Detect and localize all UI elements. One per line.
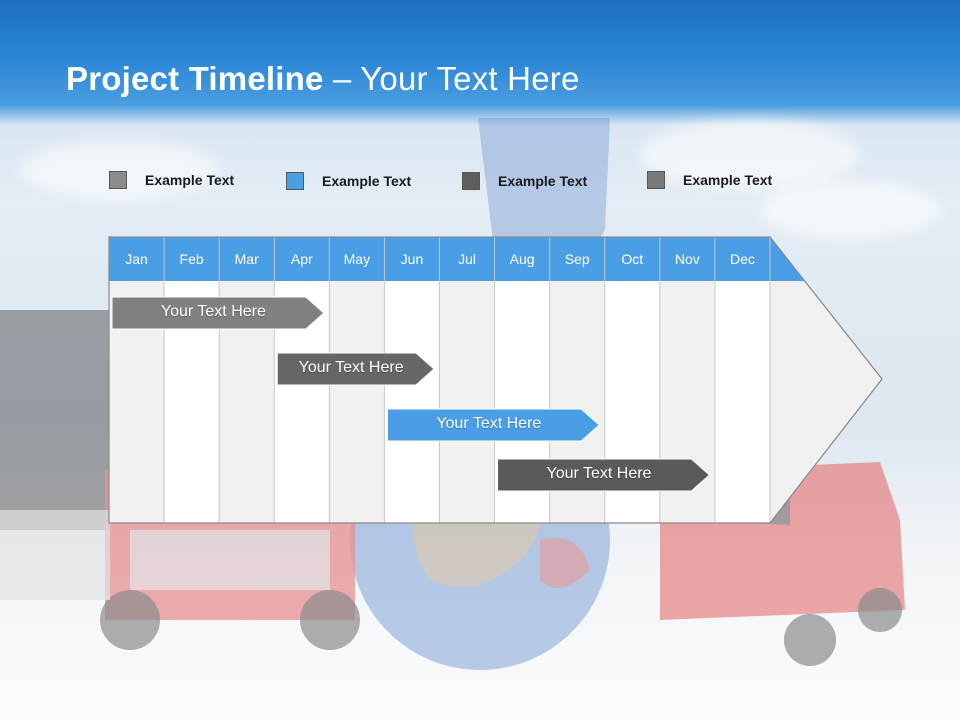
month-label: Jul bbox=[458, 251, 476, 267]
task-bar bbox=[497, 458, 711, 492]
legend-label: Example Text bbox=[145, 172, 235, 188]
task-bar-label: Your Text Here bbox=[436, 415, 542, 432]
title-bold: Project Timeline bbox=[66, 60, 324, 97]
month-label: Jun bbox=[400, 251, 424, 267]
title-rest: – Your Text Here bbox=[323, 60, 580, 97]
timeline-outline bbox=[108, 236, 883, 524]
legend-item: Example Text bbox=[109, 171, 234, 189]
task-bar bbox=[386, 408, 600, 442]
month-label: May bbox=[343, 251, 371, 267]
legend-item: Example Text bbox=[647, 171, 772, 189]
legend-label: Example Text bbox=[322, 173, 412, 189]
legend-item: Example Text bbox=[462, 172, 587, 190]
month-label: Feb bbox=[179, 251, 204, 267]
task-bar bbox=[276, 352, 435, 386]
cloud bbox=[760, 180, 940, 240]
arrow-tip-shade bbox=[770, 281, 882, 523]
month-column bbox=[384, 281, 440, 523]
month-label: Oct bbox=[621, 251, 644, 267]
cloud bbox=[640, 120, 860, 190]
legend-swatch bbox=[462, 172, 480, 190]
legend-swatch bbox=[647, 171, 665, 189]
month-column bbox=[439, 281, 495, 523]
month-column bbox=[714, 281, 770, 523]
month-label: Nov bbox=[674, 251, 700, 267]
legend-label: Example Text bbox=[498, 173, 588, 189]
task-bar bbox=[111, 296, 325, 330]
month-label: Aug bbox=[509, 251, 535, 267]
month-label: Apr bbox=[290, 251, 313, 267]
month-label: Mar bbox=[234, 251, 259, 267]
month-column bbox=[329, 281, 385, 523]
month-label: Jan bbox=[125, 251, 148, 267]
cloud bbox=[20, 140, 220, 200]
legend-item: Example Text bbox=[286, 172, 411, 190]
legend-label: Example Text bbox=[683, 172, 773, 188]
task-bar-label: Your Text Here bbox=[546, 465, 652, 482]
task-bar-label: Your Text Here bbox=[160, 303, 266, 320]
slide-title: Project Timeline – Your Text Here bbox=[66, 60, 580, 98]
month-header-band bbox=[109, 237, 804, 281]
task-bar-label: Your Text Here bbox=[298, 359, 404, 376]
month-label: Dec bbox=[729, 251, 755, 267]
legend-swatch bbox=[286, 172, 304, 190]
month-label: Sep bbox=[564, 251, 590, 267]
legend-swatch bbox=[109, 171, 127, 189]
